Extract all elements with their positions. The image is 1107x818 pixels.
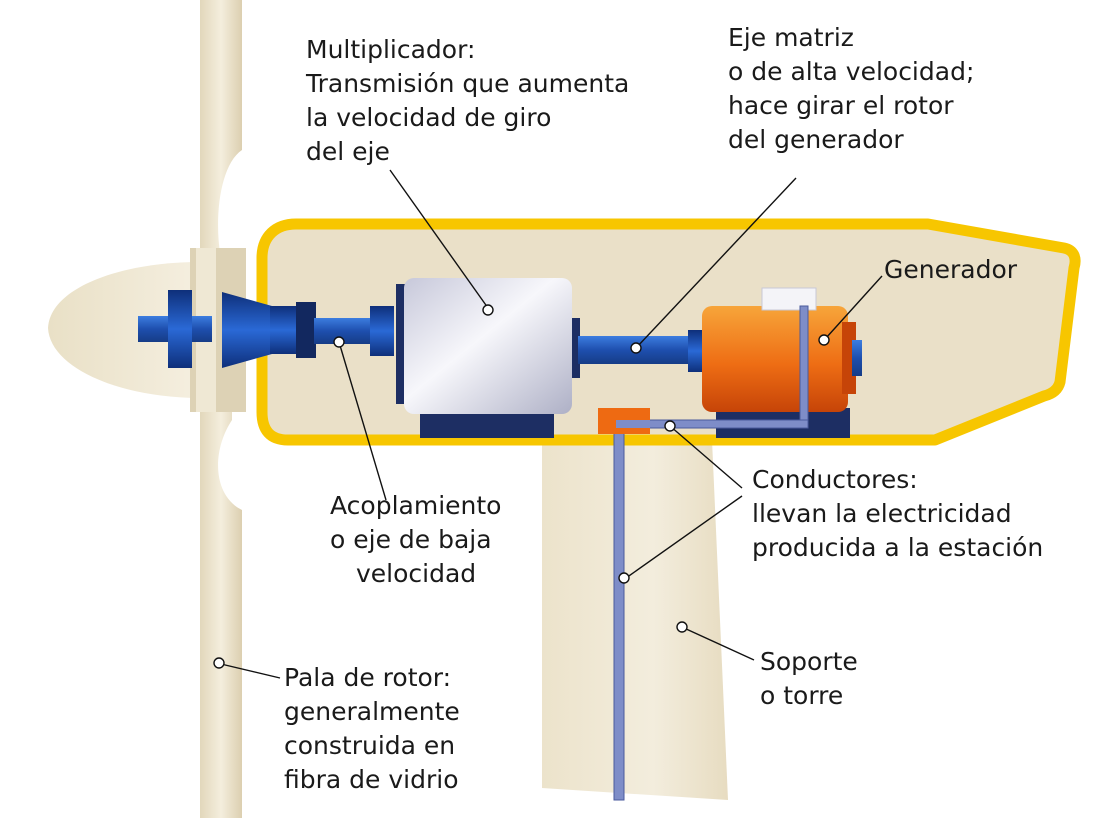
svg-text:Eje matriz: Eje matriz xyxy=(728,23,854,52)
svg-text:Transmisión que aumenta: Transmisión que aumenta xyxy=(305,69,629,98)
leader-soporte xyxy=(683,627,755,661)
leader-generador xyxy=(825,275,883,339)
svg-text:del eje: del eje xyxy=(306,137,390,166)
svg-text:o eje de baja: o eje de baja xyxy=(330,525,492,554)
nose-cone xyxy=(48,262,200,398)
generator xyxy=(702,306,848,412)
svg-text:o de alta velocidad;: o de alta velocidad; xyxy=(728,57,974,86)
gearbox xyxy=(404,278,572,414)
label-pala: Pala de rotor: generalmente construida e… xyxy=(284,663,460,794)
label-eje-matriz: Eje matriz o de alta velocidad; hace gir… xyxy=(728,23,974,154)
generator-terminal-box xyxy=(761,287,817,311)
svg-text:generalmente: generalmente xyxy=(284,697,460,726)
svg-text:Acoplamiento: Acoplamiento xyxy=(330,491,501,520)
svg-text:construida en: construida en xyxy=(284,731,455,760)
leader-multiplicador xyxy=(389,169,489,309)
svg-text:Multiplicador:: Multiplicador: xyxy=(306,35,475,64)
label-soporte: Soporte o torre xyxy=(760,647,858,710)
svg-text:la velocidad de giro: la velocidad de giro xyxy=(306,103,551,132)
svg-text:velocidad: velocidad xyxy=(356,559,476,588)
marker-acoplamiento xyxy=(333,336,345,348)
svg-text:fibra de vidrio: fibra de vidrio xyxy=(284,765,459,794)
conductor-riser xyxy=(799,305,809,429)
svg-text:producida a la estación: producida a la estación xyxy=(752,533,1043,562)
low-speed-coupling xyxy=(222,292,272,368)
leader-conductores-1 xyxy=(669,425,743,489)
svg-text:o torre: o torre xyxy=(760,681,843,710)
low-speed-shaft xyxy=(314,318,376,344)
leader-conductores-2 xyxy=(625,495,743,579)
svg-text:Generador: Generador xyxy=(884,255,1018,284)
conductor-down xyxy=(613,425,625,801)
svg-text:del generador: del generador xyxy=(728,125,904,154)
leader-acoplamiento xyxy=(338,341,387,501)
svg-text:Conductores:: Conductores: xyxy=(752,465,918,494)
hub-flange xyxy=(168,290,192,368)
label-conductores: Conductores: llevan la electricidad prod… xyxy=(752,465,1043,562)
label-multiplicador: Multiplicador: Transmisión que aumenta l… xyxy=(305,35,629,166)
marker-pala xyxy=(213,657,225,669)
marker-eje-matriz xyxy=(630,342,642,354)
label-generador: Generador xyxy=(884,255,1018,284)
leader-pala xyxy=(220,663,281,679)
marker-conductores-2 xyxy=(618,572,630,584)
marker-generador xyxy=(818,334,830,346)
label-acoplamiento: Acoplamiento o eje de baja velocidad xyxy=(330,491,501,588)
tower xyxy=(542,440,728,800)
svg-text:Soporte: Soporte xyxy=(760,647,858,676)
svg-text:hace girar el rotor: hace girar el rotor xyxy=(728,91,954,120)
leader-eje-matriz xyxy=(635,177,797,349)
svg-text:llevan la electricidad: llevan la electricidad xyxy=(752,499,1012,528)
marker-soporte xyxy=(676,621,688,633)
marker-multiplicador xyxy=(482,304,494,316)
marker-conductores-1 xyxy=(664,420,676,432)
svg-text:Pala de rotor:: Pala de rotor: xyxy=(284,663,451,692)
